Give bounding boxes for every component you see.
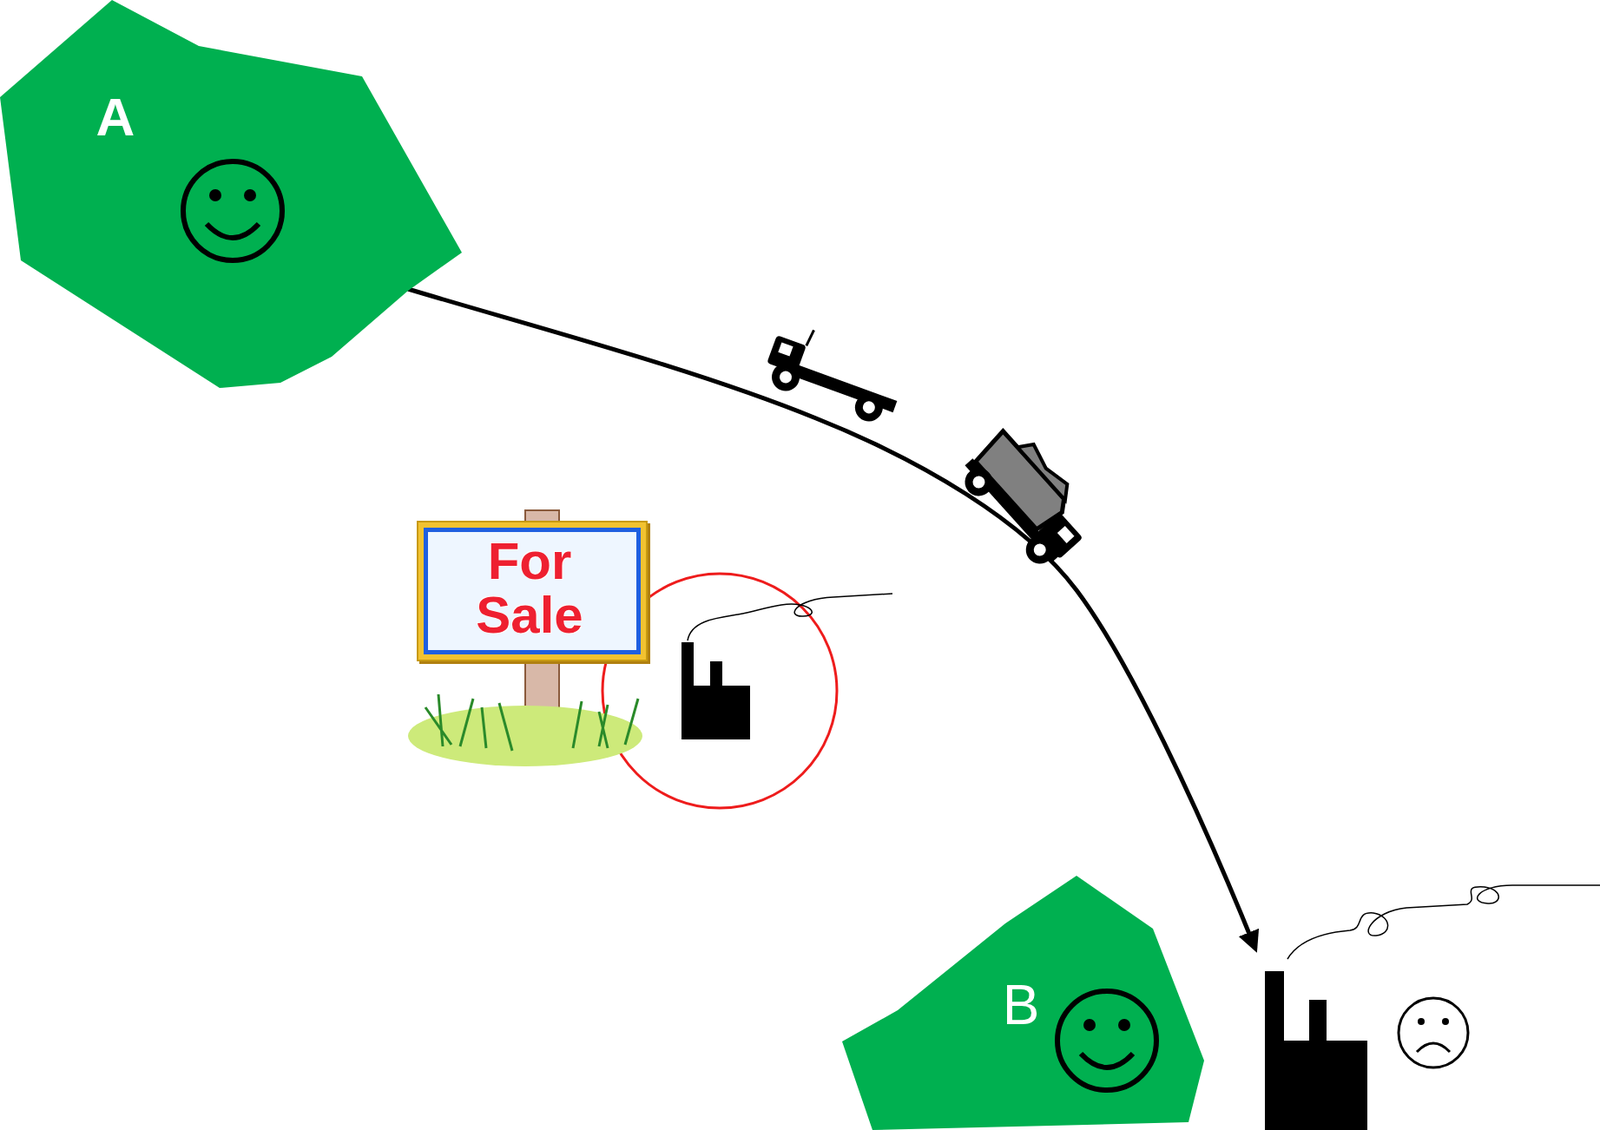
truck-exhaust [806, 329, 815, 347]
factory-smoke [687, 593, 893, 641]
large-factory [1264, 885, 1600, 1130]
small-factory [681, 593, 893, 740]
face-eye [209, 189, 222, 202]
face-outline [1398, 998, 1469, 1068]
grass-blades [425, 694, 639, 751]
sign-text: For Sale [455, 534, 604, 643]
truck-window [777, 342, 793, 357]
truck-wheel [850, 389, 887, 426]
factory-body [681, 685, 751, 740]
land-region: B [842, 875, 1205, 1130]
region-label: A [72, 86, 159, 148]
region-outline [0, 0, 463, 389]
truck-hub [861, 399, 877, 415]
truck-wheel [959, 462, 999, 502]
transport-route-arrow [408, 289, 1256, 949]
truck-hub [777, 369, 794, 386]
truck-hub [970, 474, 988, 492]
face-smile [206, 223, 259, 238]
face-eye [243, 189, 257, 202]
flatbed-truck [759, 318, 910, 429]
face-eye [1118, 1019, 1131, 1032]
region-shape [842, 875, 1205, 1130]
grass-blade [425, 694, 639, 751]
face-eye [1441, 1018, 1449, 1026]
region-shape [0, 0, 462, 389]
happy-face [183, 161, 283, 261]
truck-wheel [1020, 530, 1060, 570]
sad-face [1398, 998, 1469, 1068]
truck-wheel [768, 359, 804, 396]
face-eye [1083, 1019, 1096, 1032]
for-sale-sign: For Sale [416, 520, 648, 662]
face-smile [1080, 1053, 1133, 1068]
factory-smoke [1287, 885, 1600, 960]
dump-load [1017, 438, 1076, 501]
truck-window [1057, 526, 1075, 544]
face-outline [1057, 991, 1157, 1091]
face-outline [183, 161, 283, 261]
region-label: B [977, 974, 1065, 1036]
dump-truck [954, 421, 1103, 574]
factory-body [1264, 1040, 1368, 1130]
land-region: A [0, 0, 463, 389]
face-eye [1417, 1018, 1425, 1026]
happy-face [1057, 991, 1157, 1091]
face-frown [1416, 1043, 1450, 1053]
truck-hub [1031, 541, 1049, 560]
